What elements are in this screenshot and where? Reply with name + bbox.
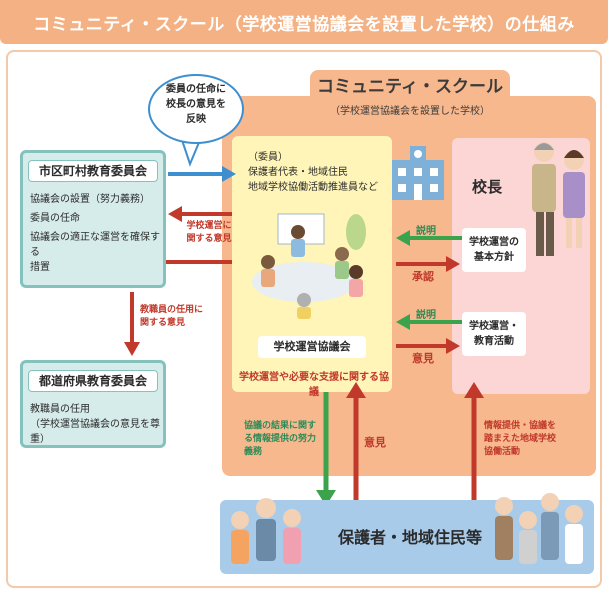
council-members-3: 地域学校協働活動推進員など	[248, 182, 378, 193]
school-activities-box: 学校運営・ 教育活動	[462, 312, 526, 356]
city-board-title: 市区町村教育委員会	[28, 160, 158, 182]
info-duty-line-3: 義務	[244, 447, 263, 457]
approve-label: 承認	[412, 270, 434, 283]
community-school-subtitle: （学校運営協議会を設置した学校）	[330, 106, 490, 117]
collab-label: 情報提供・協議を 踏まえた地域学校 協働活動	[484, 420, 584, 459]
title-bar	[0, 0, 608, 44]
council-members-2: 保護者代表・地域住民	[248, 167, 348, 178]
info-duty-label: 協議の結果に関す る情報提供の努力 義務	[244, 420, 322, 459]
council-members-1: （委員）	[248, 152, 288, 163]
city-duty-3: 協議会の適正な運営を確保する	[30, 232, 160, 258]
opinion-ops-line-2: 関する意見	[186, 234, 232, 244]
opinion-up-label: 意見	[364, 436, 386, 449]
opinion-staff-label: 教職員の任用に 関する意見	[140, 304, 220, 330]
city-board-duties: 協議会の設置（努力義務） 委員の任命 協議会の適正な運営を確保する 措置	[30, 192, 162, 275]
collab-line-2: 踏まえた地域学校	[484, 434, 557, 444]
city-duty-1: 協議会の設置（努力義務）	[30, 194, 150, 205]
pref-duty-2: （学校運営協議会の意見を尊重）	[30, 419, 160, 445]
basic-policy-line-2: 基本方針	[474, 252, 514, 263]
collab-line-3: 協働活動	[484, 447, 521, 457]
principal-label: 校長	[472, 178, 503, 196]
speech-bubble-text: 委員の任命に 校長の意見を 反映	[150, 82, 242, 127]
page-title: コミュニティ・スクール（学校運営協議会を設置した学校）の仕組み	[33, 15, 575, 35]
pref-board-title: 都道府県教育委員会	[28, 370, 158, 392]
basic-policy-box: 学校運営の 基本方針	[462, 228, 526, 272]
school-activities-line-1: 学校運営・	[469, 321, 519, 332]
city-duty-2: 委員の任命	[30, 213, 80, 224]
opinion-ops-label: 学校運営に 関する意見	[178, 220, 240, 246]
info-duty-line-2: る情報提供の努力	[244, 434, 317, 444]
council-name: 学校運営協議会	[258, 336, 366, 358]
bubble-line-3: 反映	[186, 114, 206, 125]
opinion-staff-line-1: 教職員の任用に	[140, 305, 204, 315]
city-duty-4: 措置	[30, 262, 50, 273]
school-activities-line-2: 教育活動	[474, 336, 514, 347]
speech-bubble	[148, 74, 244, 144]
opinion-ops-line-1: 学校運営に	[186, 221, 232, 231]
residents-label: 保護者・地域住民等	[337, 528, 482, 547]
council-members: （委員） 保護者代表・地域住民 地域学校協働活動推進員など	[248, 150, 398, 195]
opinion-staff-line-2: 関する意見	[140, 318, 186, 328]
explain-label-1: 説明	[416, 226, 436, 237]
bubble-line-1: 委員の任命に	[166, 84, 226, 95]
info-duty-line-1: 協議の結果に関す	[244, 421, 317, 431]
community-school-title: コミュニティ・スクール	[317, 77, 503, 97]
council-caption: 学校運営や必要な支援に関する協議	[239, 372, 389, 398]
opinion-label: 意見	[412, 352, 434, 365]
pref-duty-1: 教職員の任用	[30, 404, 90, 415]
collab-line-1: 情報提供・協議を	[484, 421, 557, 431]
basic-policy-line-1: 学校運営の	[469, 237, 519, 248]
explain-label-2: 説明	[416, 310, 436, 321]
community-school-tab	[310, 70, 510, 100]
outer-frame	[6, 50, 602, 588]
pref-board-duties: 教職員の任用 （学校運営協議会の意見を尊重）	[30, 402, 164, 447]
bubble-line-2: 校長の意見を	[166, 99, 226, 110]
